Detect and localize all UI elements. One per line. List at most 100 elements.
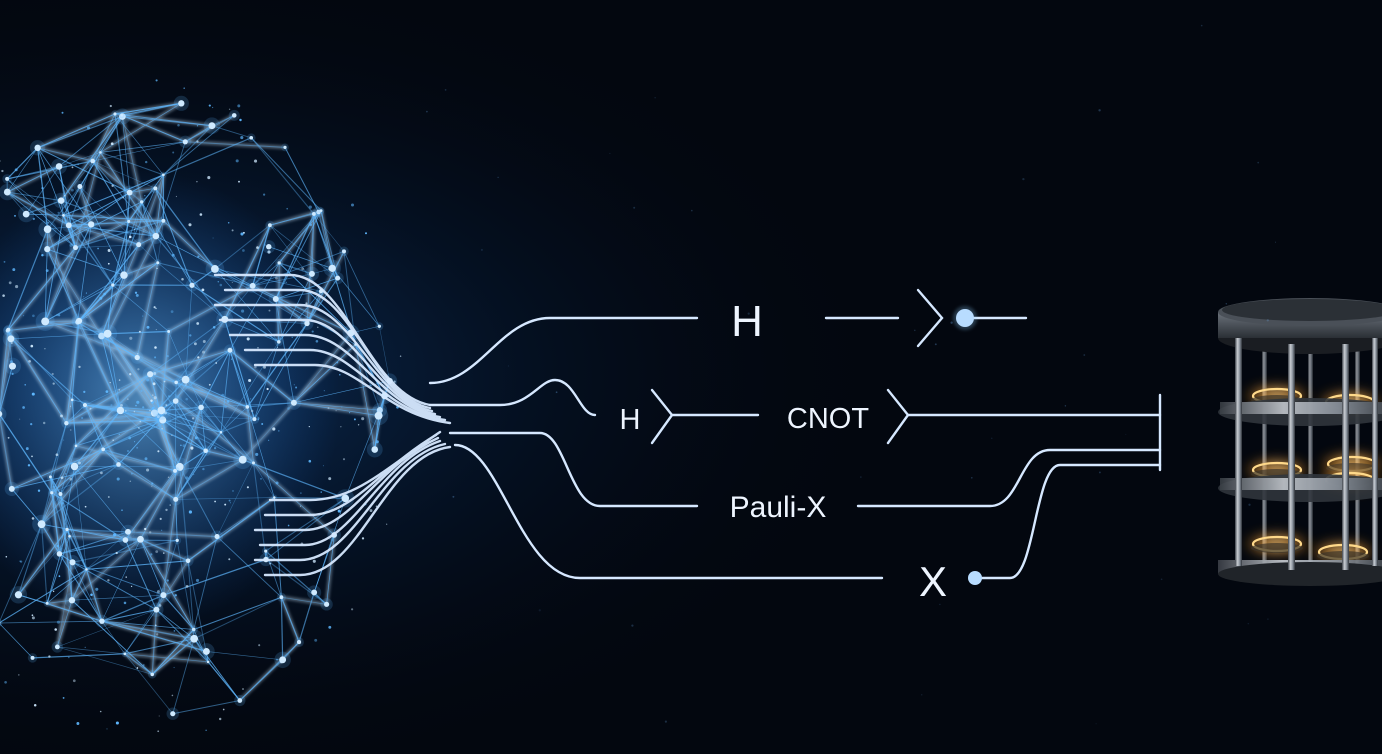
network-edge <box>84 404 163 421</box>
network-particle <box>340 426 342 428</box>
network-particle <box>154 356 157 359</box>
network-node <box>57 197 65 204</box>
network-node <box>44 246 51 253</box>
network-edge <box>298 592 315 643</box>
network-edge-glow <box>175 458 244 501</box>
network-edge <box>161 409 222 433</box>
network-edge <box>124 609 157 655</box>
network-particle <box>240 232 244 236</box>
network-particle <box>107 579 110 582</box>
network-edge <box>344 409 381 499</box>
network-edge <box>7 165 60 193</box>
background-particle <box>1098 109 1101 112</box>
network-edge <box>10 338 86 406</box>
background-particle <box>654 97 656 99</box>
network-edge <box>66 399 73 424</box>
network-edge <box>155 540 178 610</box>
gate-labels: H H CNOT Pauli-X X <box>620 297 947 605</box>
network-particle <box>103 292 106 296</box>
network-edge <box>0 523 42 622</box>
network-edge <box>51 492 126 541</box>
network-edge <box>150 349 231 375</box>
network-edge <box>60 200 157 237</box>
network-edge <box>174 407 202 472</box>
network-edge <box>163 594 195 630</box>
network-particle <box>64 194 66 197</box>
network-particle <box>361 537 365 540</box>
network-particle <box>86 406 88 408</box>
network-edge <box>59 493 73 601</box>
network-particle <box>207 176 211 180</box>
network-particle <box>314 638 318 642</box>
network-edge <box>141 201 157 237</box>
network-edge <box>176 540 195 639</box>
network-particle <box>357 424 360 426</box>
network-edge <box>7 247 76 331</box>
network-edge <box>163 220 216 270</box>
network-edge-glow <box>91 160 143 203</box>
network-particle <box>224 405 227 409</box>
network-edge <box>41 492 52 525</box>
network-edge <box>41 493 61 525</box>
network-particle <box>30 344 34 348</box>
network-particle <box>268 309 271 312</box>
network-edge <box>47 248 125 276</box>
network-edge <box>122 116 130 193</box>
network-particle <box>51 372 54 376</box>
network-particle <box>31 614 34 617</box>
network-edge <box>160 349 231 411</box>
network-edge <box>0 365 13 414</box>
network-particle <box>105 390 109 393</box>
network-edge <box>100 115 123 153</box>
network-particle <box>240 136 244 140</box>
network-edge <box>320 210 333 269</box>
network-edge <box>154 188 193 286</box>
network-edge-glow <box>124 652 209 664</box>
background-particle <box>1125 433 1127 435</box>
network-particle <box>61 111 64 114</box>
network-edge <box>185 115 235 143</box>
network-edge <box>107 284 114 334</box>
network-particle <box>365 232 367 235</box>
network-edge <box>124 653 153 675</box>
network-edge <box>220 341 280 433</box>
network-edge <box>100 103 182 153</box>
network-edge <box>280 596 300 643</box>
fan-wires-lower <box>253 430 452 577</box>
network-edge <box>68 224 114 286</box>
network-edge <box>293 402 380 411</box>
network-particle <box>257 417 260 420</box>
network-node <box>58 491 63 496</box>
network-particle <box>287 524 290 527</box>
network-node <box>30 655 35 660</box>
network-edge <box>160 331 170 411</box>
network-edge <box>138 201 143 245</box>
network-particle <box>45 269 49 272</box>
network-particle <box>122 197 124 199</box>
network-edge <box>71 599 153 675</box>
network-node <box>34 144 41 152</box>
network-particle <box>11 372 14 375</box>
network-edge <box>59 531 129 555</box>
network-particle <box>33 703 37 707</box>
network-node <box>376 407 383 414</box>
network-edge <box>121 114 186 143</box>
network-edge <box>220 406 248 433</box>
network-particle <box>95 587 99 591</box>
network-particle <box>173 630 176 632</box>
network-particle <box>257 419 259 421</box>
network-particle <box>24 384 26 386</box>
network-edge <box>191 268 216 286</box>
network-edge-glow <box>44 320 138 359</box>
network-edge <box>220 431 244 460</box>
network-particle <box>185 383 187 385</box>
background-particle <box>1200 24 1203 27</box>
network-node <box>251 461 256 465</box>
network-node <box>237 698 243 703</box>
background-particle <box>664 720 667 723</box>
network-edge <box>75 152 101 248</box>
network-particle <box>41 186 44 190</box>
network-edge <box>74 466 87 570</box>
network-particle <box>32 314 35 318</box>
network-edge <box>49 423 67 477</box>
